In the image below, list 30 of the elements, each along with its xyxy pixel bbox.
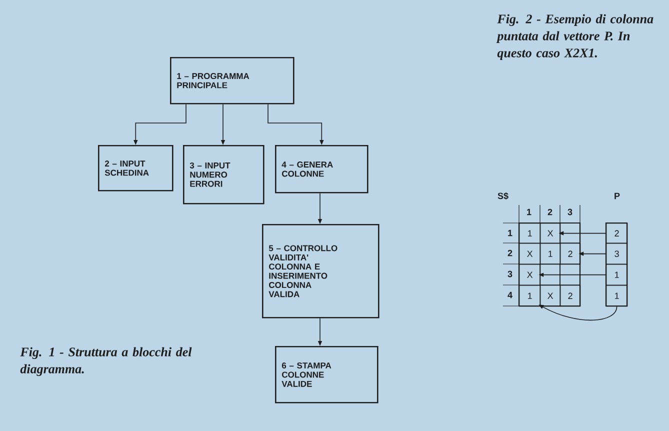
table-label: 4 xyxy=(508,292,512,298)
table-cell: 2 xyxy=(560,285,581,307)
table-label: 3 xyxy=(568,208,572,216)
process-box: 5 – CONTROLLO VALIDITA' COLONNA E INSERIMENTO COLONNA VALIDA xyxy=(262,224,380,318)
figure-caption: Fig. 1 - Struttura a blocchi del diagramma. xyxy=(20,347,192,376)
table-cell: X xyxy=(519,243,541,265)
process-box: 6 – STAMPA COLONNE VALIDE xyxy=(275,346,378,404)
table-label: P xyxy=(614,192,620,200)
process-box: 2 – INPUT SCHEDINA xyxy=(98,145,174,192)
table-cell: X xyxy=(540,223,561,244)
table-label: 2 xyxy=(548,208,552,216)
process-box: 4 – GENERA COLONNE xyxy=(275,145,368,194)
vector-cell: 2 xyxy=(606,223,628,244)
process-box: 3 – INPUT NUMERO ERRORI xyxy=(183,145,264,204)
vector-cell: 1 xyxy=(606,285,628,307)
table-label: 2 xyxy=(508,250,512,256)
table-cell: X xyxy=(540,285,561,307)
vector-cell: 3 xyxy=(606,243,628,265)
vector-cell: 1 xyxy=(606,264,628,286)
table-cell: X xyxy=(519,264,541,286)
table-cell: 2 xyxy=(560,243,581,265)
table-cell: 1 xyxy=(519,223,541,244)
table-label: 1 xyxy=(508,230,512,236)
figure-caption: Fig. 2 - Esempio di colonna puntata dal vettore P. In questo caso X2X1. xyxy=(496,14,654,60)
table-cell: 1 xyxy=(519,285,541,307)
table-label: S$ xyxy=(498,192,508,200)
process-box: 1 – PROGRAMMA PRINCIPALE xyxy=(170,57,294,104)
table-cell: 1 xyxy=(540,243,561,265)
table-label: 3 xyxy=(508,270,512,278)
table-label: 1 xyxy=(527,208,532,216)
